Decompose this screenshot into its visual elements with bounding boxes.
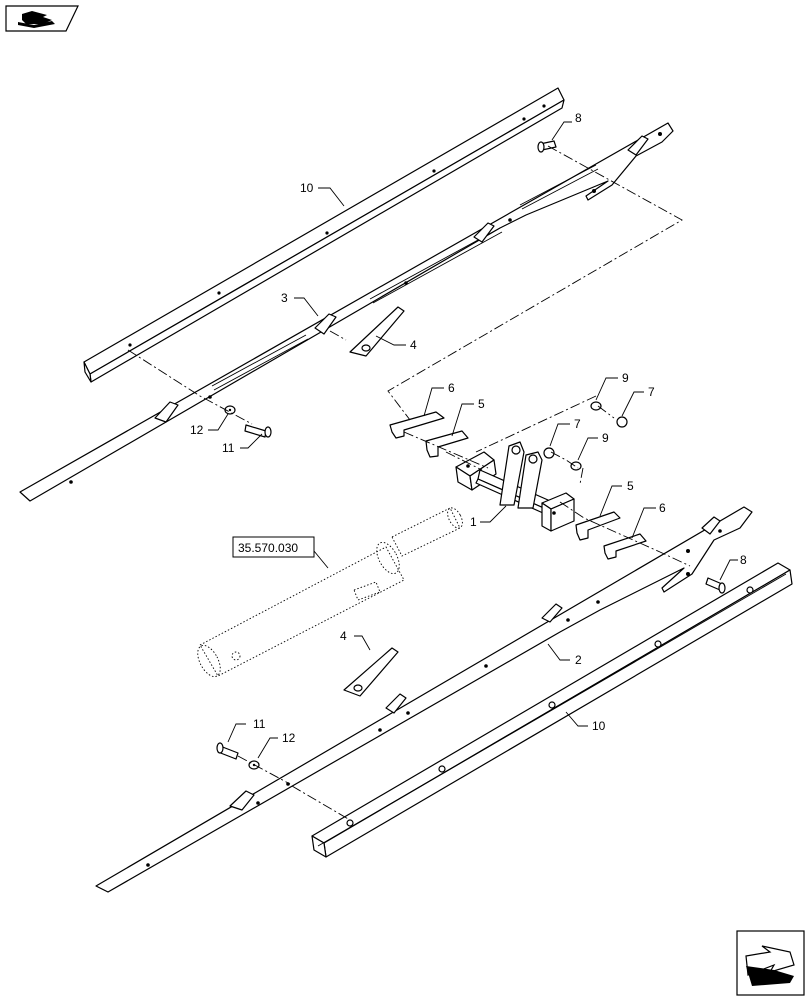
center-bracket <box>455 441 575 532</box>
callout-label: 4 <box>340 629 347 643</box>
hydraulic-cylinder-reference <box>197 507 463 678</box>
bolt-lower-right <box>705 577 726 594</box>
callout-label: 5 <box>627 479 634 493</box>
callout-6-lower: 6 <box>631 501 666 539</box>
callout-12-lower: 12 <box>257 731 296 759</box>
callout-3: 3 <box>281 291 319 317</box>
callout-4-lower: 4 <box>340 629 371 651</box>
callout-8-lower: 8 <box>719 553 747 581</box>
callout-label: 7 <box>648 385 655 399</box>
assembly-centerlines <box>127 145 691 821</box>
callout-6-upper: 6 <box>423 381 455 417</box>
callout-label: 9 <box>622 371 629 385</box>
callout-7-lower: 7 <box>549 417 581 447</box>
callout-10-upper: 10 <box>300 181 345 207</box>
callout-8-upper: 8 <box>551 111 582 141</box>
callout-label: 5 <box>478 397 485 411</box>
callout-label: 11 <box>253 717 266 731</box>
callout-10-lower: 10 <box>565 711 606 733</box>
reference-link-label[interactable]: 35.570.030 <box>238 541 298 555</box>
washer-9-lower <box>570 461 582 471</box>
callout-label: 3 <box>281 291 288 305</box>
callout-label: 10 <box>592 719 606 733</box>
wedge-lower <box>343 647 399 697</box>
clip-5-upper <box>425 430 469 458</box>
reference-link[interactable]: 35.570.030 <box>232 536 329 569</box>
next-page-arrow-icon[interactable] <box>736 930 805 996</box>
callout-11-lower: 11 <box>227 717 266 743</box>
bolt-upper-right <box>537 140 557 153</box>
bolt-upper-left <box>244 424 272 438</box>
callout-label: 4 <box>410 338 417 352</box>
upper-beam <box>19 122 674 502</box>
washer-upper-left <box>224 405 236 415</box>
callout-label: 8 <box>575 111 582 125</box>
clip-6-upper <box>389 411 445 439</box>
clip-6-lower <box>603 533 647 560</box>
callout-label: 12 <box>190 423 204 437</box>
callout-5-upper: 5 <box>451 397 485 437</box>
callout-11-upper: 11 <box>222 433 263 455</box>
callout-12-upper: 12 <box>190 413 229 437</box>
callout-2: 2 <box>547 643 582 667</box>
callout-label: 11 <box>222 441 235 455</box>
callout-4-upper: 4 <box>375 335 417 352</box>
nut-7-lower <box>543 447 555 459</box>
callout-label: 12 <box>282 731 296 745</box>
lower-beam <box>95 506 753 893</box>
lower-channel-rail <box>311 562 793 858</box>
callout-label: 6 <box>448 381 455 395</box>
callout-label: 7 <box>574 417 581 431</box>
bolt-lower-left <box>216 742 239 760</box>
washer-9-upper <box>590 401 602 411</box>
callout-label: 6 <box>659 501 666 515</box>
callout-5-lower: 5 <box>599 479 634 517</box>
clip-5-lower <box>575 511 621 541</box>
callout-label: 10 <box>300 181 314 195</box>
callout-label: 1 <box>470 515 477 529</box>
callout-label: 9 <box>602 431 609 445</box>
callout-label: 2 <box>575 653 582 667</box>
book-hand-icon[interactable] <box>5 5 79 32</box>
nut-7-upper <box>616 416 628 428</box>
upper-angle-rail <box>83 87 565 383</box>
callout-7-upper: 7 <box>621 385 655 417</box>
callout-9-upper: 9 <box>595 371 629 401</box>
callout-9-lower: 9 <box>577 431 609 461</box>
wedge-upper <box>349 306 405 357</box>
callout-1: 1 <box>470 505 507 529</box>
callout-label: 8 <box>740 553 747 567</box>
